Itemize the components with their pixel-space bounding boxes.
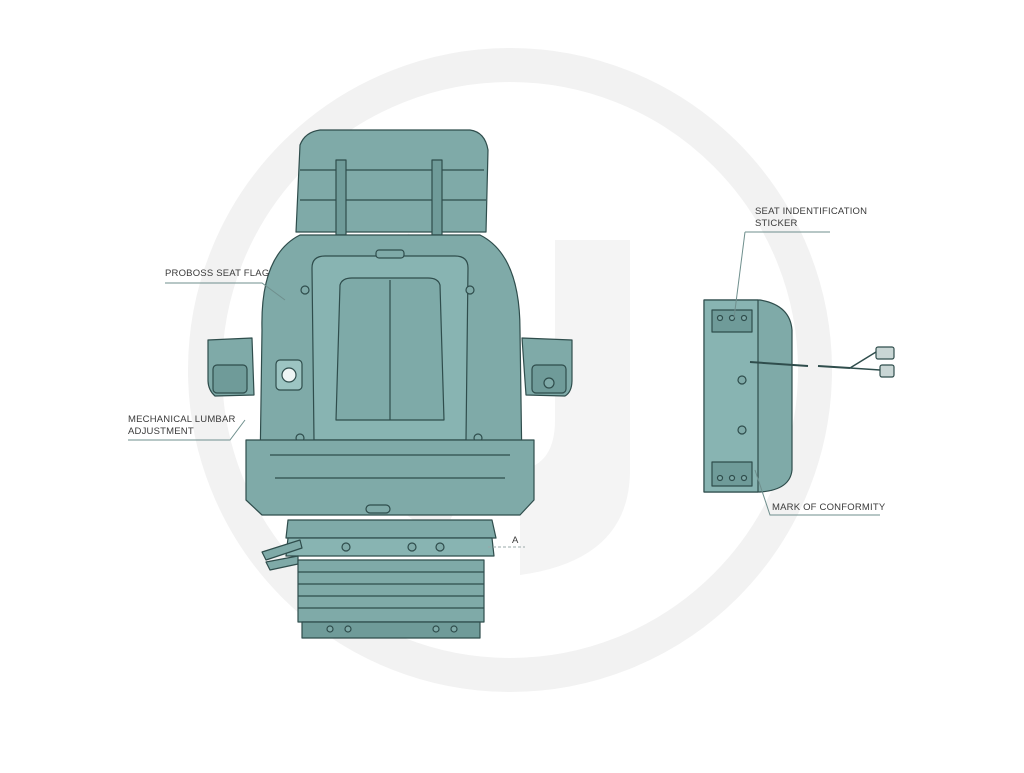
leader-lumbar bbox=[128, 419, 246, 441]
suspension-top bbox=[285, 519, 497, 539]
headrest bbox=[295, 129, 489, 233]
seat-side-view bbox=[703, 299, 895, 493]
leader-lines bbox=[128, 231, 880, 516]
seat-front-view bbox=[207, 129, 573, 639]
bellows bbox=[297, 559, 485, 623]
dimension-a-label: A bbox=[512, 535, 519, 546]
mark-of-conformity-label: MARK OF CONFORMITY bbox=[772, 502, 886, 513]
suspension-plate bbox=[285, 537, 495, 557]
proboss-seat-flag-label: PROBOSS SEAT FLAG bbox=[165, 268, 270, 279]
mechanical-lumbar-label: MECHANICAL LUMBAR ADJUSTMENT bbox=[128, 414, 236, 437]
leader-conformity bbox=[754, 469, 880, 516]
seat-identification-sticker-label: SEAT INDENTIFICATION STICKER bbox=[755, 206, 868, 229]
leader-proboss-seat-flag bbox=[165, 282, 286, 301]
